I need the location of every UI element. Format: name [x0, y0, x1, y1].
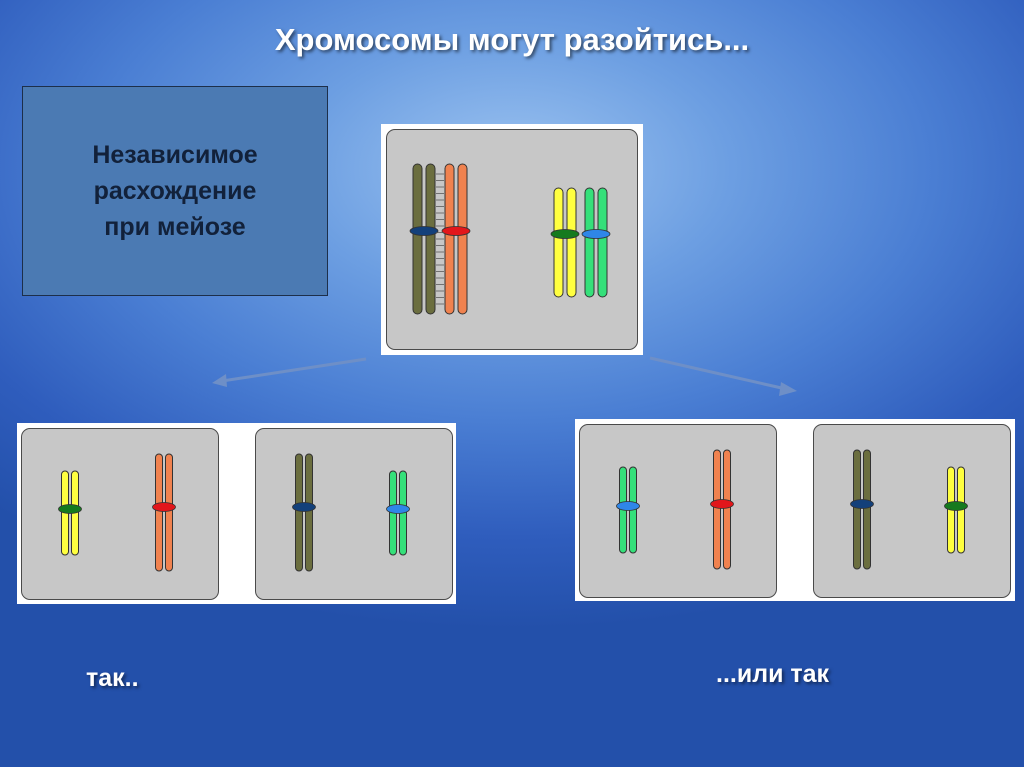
- yellow-chromosome: [58, 470, 82, 556]
- outcome-1-cell-a: [21, 428, 219, 600]
- green-centromere: [616, 501, 640, 511]
- orange-chromatid-1: [444, 163, 455, 315]
- outcome-1-cell-b: [255, 428, 453, 600]
- green-centromere: [386, 504, 410, 514]
- green-chromosome: [581, 187, 611, 298]
- olive-centromere: [850, 499, 874, 509]
- outcome-2-cell-b: [813, 424, 1011, 598]
- outcome-2-cell-b-chromosomes: [850, 449, 968, 570]
- outcome-1-cell-a-chromosomes: [58, 453, 176, 572]
- olive-centromere: [292, 502, 316, 512]
- olive-chromatid-1: [295, 453, 303, 572]
- orange-chromatid-2: [165, 453, 173, 572]
- orange-centromere: [710, 499, 734, 509]
- orange-chromatid-1: [155, 453, 163, 572]
- slide-title: Хромосомы могут разойтись...: [274, 22, 750, 57]
- orange-chromatid-1: [713, 449, 721, 570]
- olive-chromosome: [409, 163, 439, 315]
- caption-right: ...или так: [716, 660, 830, 688]
- olive-chromatid-2: [425, 163, 436, 315]
- olive-chromosome: [850, 449, 874, 570]
- olive-chromatid-1: [412, 163, 423, 315]
- yellow-chromosome: [944, 466, 968, 554]
- parent-cell: [386, 129, 638, 350]
- orange-chromatid-2: [457, 163, 468, 315]
- arrow-left-head: [212, 374, 227, 387]
- label-box-text: Независимое расхождение при мейозе: [92, 141, 258, 241]
- orange-centromere: [152, 502, 176, 512]
- yellow-chromatid-1: [553, 187, 564, 298]
- arrow-right-head: [779, 382, 797, 396]
- caption-left: так..: [86, 664, 139, 692]
- olive-chromatid-1: [853, 449, 861, 570]
- label-box: Независимое расхождение при мейозе: [22, 86, 328, 296]
- orange-chromatid-2: [723, 449, 731, 570]
- orange-centromere: [441, 226, 471, 236]
- green-centromere: [581, 229, 611, 239]
- green-chromatid-1: [584, 187, 595, 298]
- yellow-centromere: [550, 229, 580, 239]
- pairing-ticks: [436, 173, 444, 305]
- olive-chromatid-2: [863, 449, 871, 570]
- yellow-centromere: [58, 504, 82, 514]
- yellow-chromatid-2: [566, 187, 577, 298]
- yellow-chromosome: [550, 187, 580, 298]
- green-chromatid-2: [597, 187, 608, 298]
- orange-chromosome: [152, 453, 176, 572]
- olive-chromosome: [292, 453, 316, 572]
- orange-chromosome: [441, 163, 471, 315]
- green-chromosome: [386, 470, 410, 556]
- outcome-2-cell-a: [579, 424, 777, 598]
- olive-centromere: [409, 226, 439, 236]
- olive-chromatid-2: [305, 453, 313, 572]
- arrow-left: [221, 357, 367, 383]
- yellow-centromere: [944, 501, 968, 511]
- outcome-2-cell-a-chromosomes: [616, 449, 734, 570]
- parent-cell-chromosomes: [409, 163, 611, 315]
- outcome-1-cell-b-chromosomes: [292, 453, 410, 572]
- arrow-right: [649, 356, 787, 391]
- orange-chromosome: [710, 449, 734, 570]
- green-chromosome: [616, 466, 640, 554]
